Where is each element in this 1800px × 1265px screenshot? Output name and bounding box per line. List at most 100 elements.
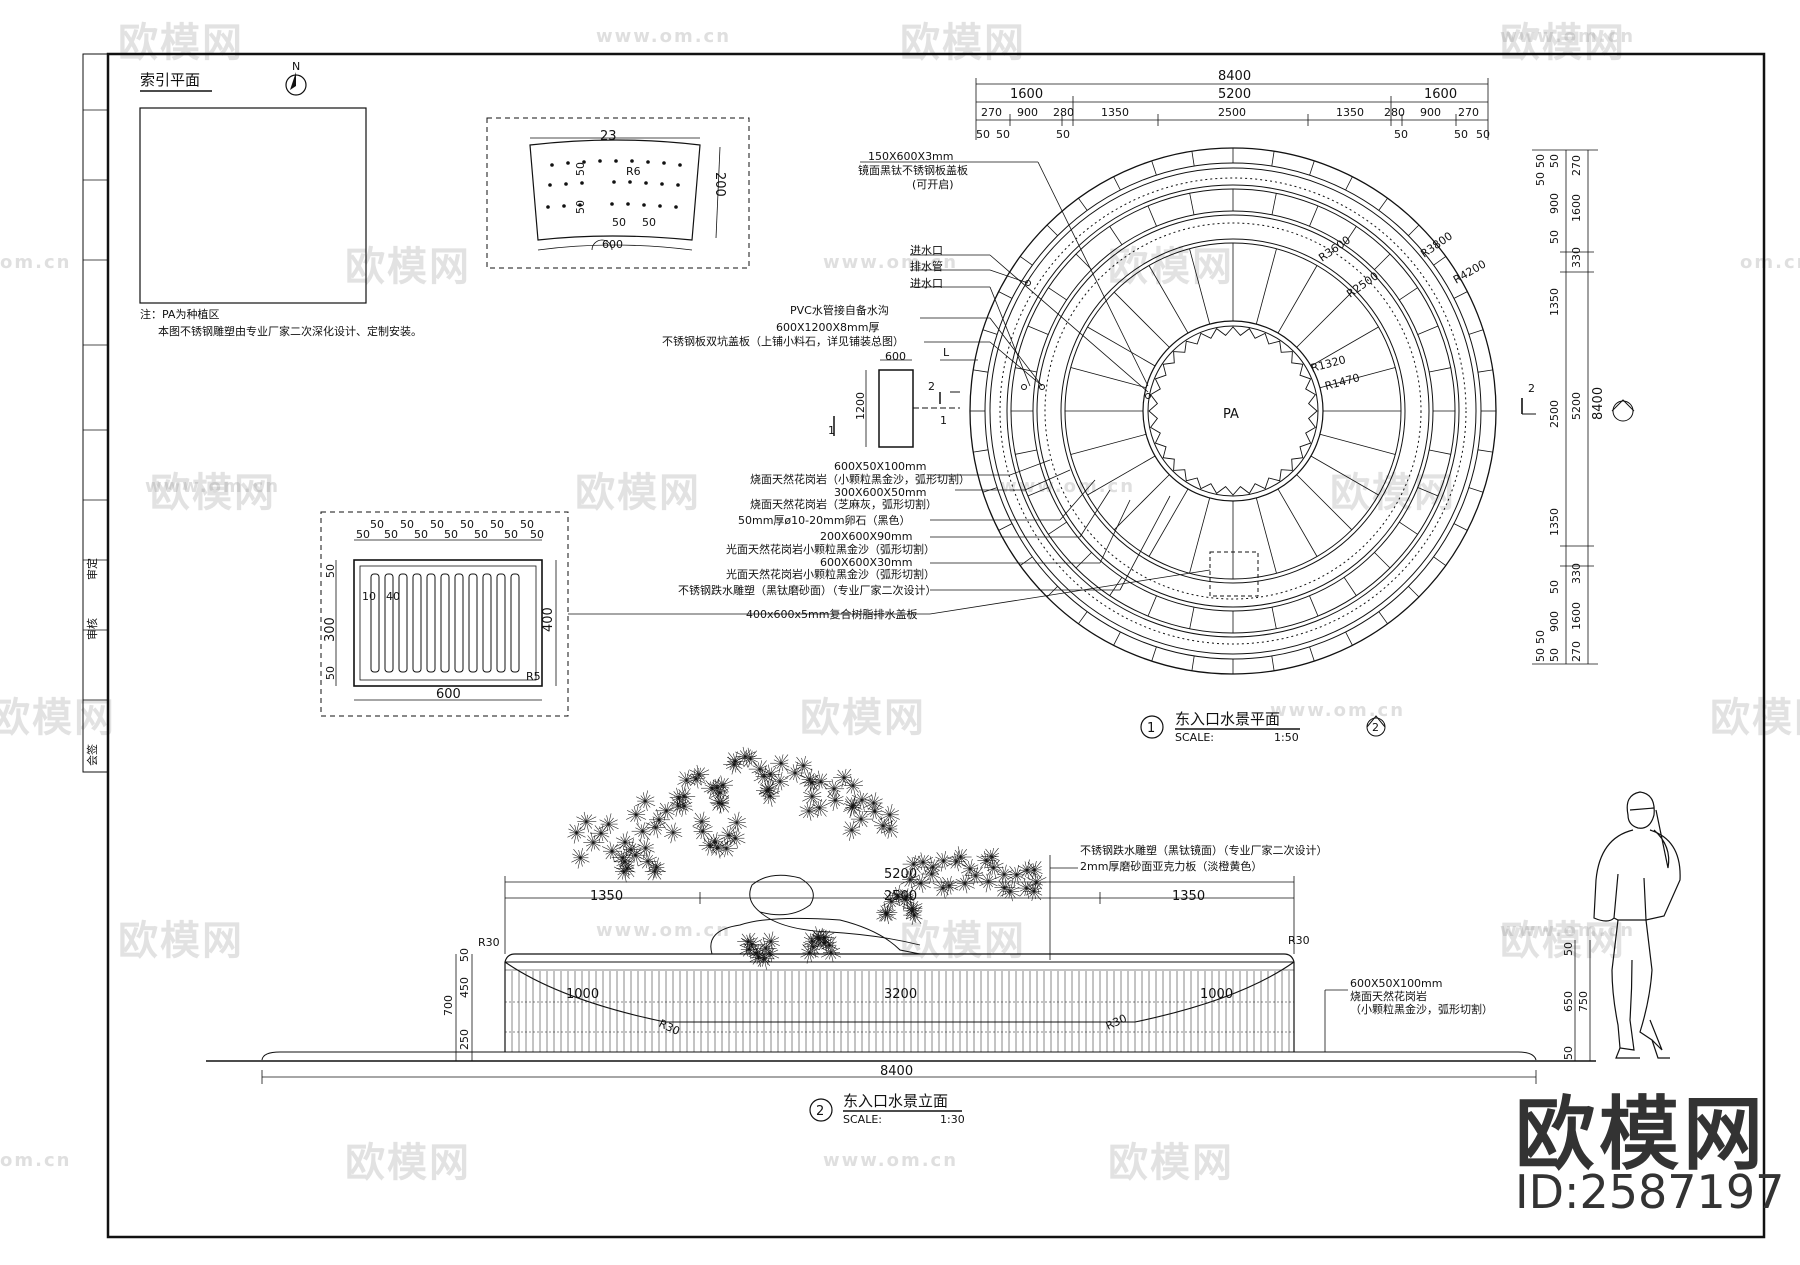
pine-needle bbox=[701, 817, 711, 822]
pine-needle bbox=[770, 935, 776, 942]
elev-callout-4: （小颗粒黑金沙，弧形切割） bbox=[1350, 1002, 1493, 1016]
pine-needle bbox=[827, 788, 835, 797]
pine-needle bbox=[716, 784, 724, 789]
pine-needle bbox=[873, 798, 883, 804]
pine-needle bbox=[824, 942, 835, 948]
pine-needle bbox=[948, 880, 954, 886]
pine-needle bbox=[608, 823, 619, 830]
pine-needle bbox=[598, 823, 609, 830]
pine-needle bbox=[882, 825, 889, 833]
pine-needle bbox=[997, 865, 1005, 875]
pine-needle bbox=[608, 823, 614, 831]
pine-needle bbox=[634, 830, 643, 836]
plan-callout-10: 烧面天然花岗岩（小颗粒黑金沙，弧形切割） bbox=[750, 472, 970, 486]
elev-scale: 1:30 bbox=[940, 1113, 965, 1126]
pine-needle bbox=[1009, 866, 1017, 876]
pine-needle bbox=[745, 756, 752, 760]
pine-needle bbox=[670, 832, 674, 844]
pine-needle bbox=[768, 784, 779, 790]
pine-needle bbox=[728, 831, 737, 836]
pine-needle bbox=[686, 779, 692, 786]
pine-needle bbox=[882, 825, 886, 837]
pine-needle bbox=[769, 795, 777, 800]
pine-needle bbox=[1026, 859, 1030, 871]
pine-needle bbox=[671, 824, 674, 833]
pine-needle bbox=[759, 760, 767, 770]
pine-needle bbox=[914, 914, 923, 920]
pine-needle bbox=[817, 770, 821, 782]
watermark-logo: 欧模网 bbox=[900, 20, 1026, 66]
pine-needle bbox=[777, 773, 781, 782]
pine-needle bbox=[964, 868, 971, 876]
pine-needle bbox=[888, 901, 892, 913]
elev-body-1000-left: 1000 bbox=[566, 987, 599, 1002]
paving-joint bbox=[1429, 367, 1451, 373]
pine-needle bbox=[1029, 869, 1035, 876]
drain-dim-width: 600 bbox=[436, 687, 461, 702]
pine-needle bbox=[811, 796, 818, 803]
pine-needle bbox=[715, 847, 718, 856]
pine-needle bbox=[681, 779, 687, 787]
plan-right3-50-b: 50 bbox=[1534, 172, 1547, 186]
pine-needle bbox=[696, 831, 703, 835]
pine-needle bbox=[672, 832, 676, 842]
paving-joint bbox=[1453, 523, 1468, 531]
pine-needle bbox=[614, 857, 623, 862]
pine-needle bbox=[819, 807, 828, 813]
pine-needle bbox=[777, 781, 781, 793]
pine-needle bbox=[948, 875, 952, 886]
pine-needle bbox=[760, 782, 768, 791]
pine-needle bbox=[613, 866, 625, 872]
pine-needle bbox=[1027, 861, 1035, 871]
pine-needle bbox=[849, 830, 852, 841]
pine-needle bbox=[799, 779, 810, 785]
elev-right-750: 750 bbox=[1577, 991, 1590, 1012]
pine-needle bbox=[1004, 891, 1011, 899]
plan-top3-3: 50 bbox=[1394, 128, 1408, 141]
pine-needle bbox=[769, 948, 775, 954]
pine-needle bbox=[746, 937, 753, 945]
pine-needle bbox=[770, 774, 777, 782]
pine-needle bbox=[867, 807, 875, 812]
paving-joint bbox=[1433, 556, 1447, 566]
pine-needle bbox=[765, 940, 773, 949]
paving-joint bbox=[1477, 449, 1493, 453]
pine-needle bbox=[920, 882, 931, 889]
sidebar-label-countersign: 会签 bbox=[85, 744, 99, 766]
pine-needle bbox=[763, 774, 771, 778]
pine-needle bbox=[861, 799, 865, 811]
pine-needle bbox=[709, 845, 712, 854]
pine-needle bbox=[719, 787, 725, 794]
pine-needle bbox=[780, 759, 789, 764]
pine-needle bbox=[767, 796, 771, 804]
pine-needle bbox=[647, 871, 656, 881]
pine-needle bbox=[718, 802, 725, 810]
pine-needle bbox=[636, 823, 643, 832]
pine-needle bbox=[592, 832, 602, 838]
pine-needle bbox=[819, 799, 827, 809]
watermark-url: www.om.cn bbox=[1500, 920, 1636, 941]
pine-needle bbox=[1008, 891, 1011, 899]
pine-needle bbox=[993, 860, 1000, 868]
pine-needle bbox=[873, 796, 879, 804]
pine-needle bbox=[643, 855, 649, 862]
pine-needle bbox=[735, 833, 745, 839]
pine-needle bbox=[835, 800, 838, 810]
pine-needle bbox=[633, 855, 636, 864]
pine-needle bbox=[645, 796, 655, 802]
pine-needle bbox=[623, 864, 630, 872]
pine-needle bbox=[695, 778, 707, 784]
pine-needle bbox=[728, 826, 732, 836]
pine-needle bbox=[605, 850, 613, 855]
pine-needle bbox=[750, 750, 753, 759]
pine-needle bbox=[829, 941, 837, 946]
pine-needle bbox=[932, 866, 940, 876]
pine-needle bbox=[584, 821, 587, 830]
pine-needle bbox=[677, 779, 687, 785]
pine-needle bbox=[624, 835, 631, 843]
pine-needle bbox=[753, 776, 764, 782]
pine-needle bbox=[883, 814, 890, 822]
pine-needle bbox=[645, 861, 649, 869]
pine-needle bbox=[703, 787, 713, 793]
pine-needle bbox=[826, 945, 830, 956]
